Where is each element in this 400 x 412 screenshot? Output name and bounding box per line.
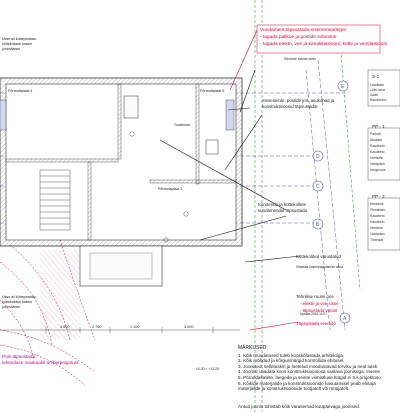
note-2: 2. Kõik mõõdud ja kõrgusmärgid kontrolli… <box>238 358 345 364</box>
axis-label-c: C <box>316 184 320 190</box>
annotation-magenta-2: lahenduse maakaabli ümberpaigutust <box>2 360 79 365</box>
schedule-pp1-row-7: Kergkruus <box>370 168 386 172</box>
dimension-1: 3 600 <box>60 325 70 329</box>
note-5: 5. Põrandakatete, laegede ja seinte viim… <box>238 374 381 380</box>
callout-tiles: Küttekolded varustatud <box>296 254 341 259</box>
annotation-magenta-1: Pole täpsustada <box>2 354 35 359</box>
schedule-s1-row-2: Lõim ama <box>370 88 385 92</box>
note-4: 4. Joonist vaadata koos konstruktsioonio… <box>238 369 380 375</box>
axis-label-b: B <box>316 222 320 228</box>
callout-tech-2: - elektri ja vee sisse <box>300 301 339 306</box>
dimension-4: 3 000 <box>184 325 194 329</box>
leader-lines <box>159 69 301 263</box>
annotation-wall: Sõrmtue seinse mein <box>284 57 316 61</box>
schedule-pp1-row-1: Parkett <box>370 132 381 136</box>
axis-bubble-b <box>312 218 324 230</box>
chimney <box>123 95 139 119</box>
schedule-pp2-row-3: Raudbeto <box>370 214 385 218</box>
schedule-pp1-row-5: Veeisola <box>370 156 383 160</box>
axis-label-a: A <box>343 316 347 322</box>
annotation-heating-1c: juhimäärad <box>1 47 20 51</box>
window-2 <box>0 99 7 131</box>
schedule-pp1 <box>367 127 400 181</box>
annotation-heating-2a: Ukse all küttepeatasu <box>2 295 36 299</box>
callout-tech-1: Tehnilise ruumi orie <box>296 294 334 299</box>
axis-bubble-e <box>337 80 349 92</box>
callout-foundation-1: Korstende ja küttekollete <box>258 202 307 207</box>
room-label-4: Põrandaplaat 4 <box>8 89 32 93</box>
schedule-s1 <box>367 69 400 107</box>
callout-red-line-2: - tagada pallkoe ja postide sobimine <box>260 34 337 40</box>
schedule-pp2-row-4: Kaudbeto <box>370 220 385 224</box>
schedule-pp2-row-1: Keraamil <box>370 202 384 206</box>
room-label-tuulekoda: Tuulekoda <box>174 123 190 127</box>
column-marker-2 <box>183 211 189 217</box>
dimension-3: 1 100 <box>130 325 140 329</box>
annotation-heating-1a: Ukse all küttepeatasu <box>2 37 36 41</box>
callout-tech-3: - täpsustada varust <box>300 308 338 313</box>
schedule-pp1-row-3: Raudbeto <box>370 144 385 148</box>
room-label-5: Põrandaplaat 5 <box>200 89 224 93</box>
magenta-arcs <box>0 329 96 386</box>
schedule-pp1-row-6: Vahtpolus <box>370 162 385 166</box>
schedule-s1-row-3: Saab <box>370 93 378 97</box>
stair-lines <box>39 169 71 231</box>
annotation-detail: Update 2015.11.07 <box>300 312 327 316</box>
callout-sewer-1: Sisseseinte, postide jmt. asukohad ja <box>262 98 335 103</box>
schedule-pp2-row-6: Vahtpolus <box>370 232 385 236</box>
schedule-pp1-row-2: Akukate <box>370 138 382 142</box>
toilet-fixture <box>205 139 219 155</box>
schedule-s1-row-1: Laudkate <box>370 83 384 87</box>
note-6: 6. Kõikide materjalide ja konstruktsioon… <box>238 380 376 386</box>
dimension-line-bottom <box>0 327 240 333</box>
foundation-slab <box>89 252 153 280</box>
footnote: Antud joonis tühistab kõik varasemad kuu… <box>238 404 361 409</box>
schedule-pp2-title: PP - 2 <box>372 194 385 199</box>
axis-bubble-a <box>339 312 351 324</box>
callout-box-red <box>256 24 381 54</box>
note-7: materjalide ja konstruktsioonide tootjat… <box>238 386 350 392</box>
schedule-pp1-title: PP - 1 <box>372 124 385 129</box>
annotation-elevation: ±0.00 = +13.20 <box>196 367 219 371</box>
notes-block: MÄRKUSED: 1. Kõik muudatused tuleb koosk… <box>238 345 400 392</box>
callout-sewer-2: konstruktsioonid täpsustada! <box>262 104 318 109</box>
annotation-heating-2b: küttekollase kraam <box>2 300 32 304</box>
note-3: 3. Joonised, selletuskiri ja loetelud mo… <box>238 363 378 369</box>
axis-bubble-c <box>312 180 324 192</box>
terrain-hatch <box>40 250 80 340</box>
annotation-window: Vimasas ümberpaigutamise akna <box>296 265 343 269</box>
schedule-pp2-row-7: Tihendat <box>370 238 383 242</box>
callout-red-line-1: Vundament täpsustada insenerosadega! <box>260 27 346 33</box>
schedule-s1-title: S-1 <box>372 74 380 79</box>
annotation-heating-1b: küttekollase kraam <box>2 42 32 46</box>
room-label-3: Põrandaplaat 3 <box>158 187 182 191</box>
schedule-pp2 <box>367 197 400 251</box>
callout-specify: Täpsustada veemõõ <box>296 321 336 326</box>
callout-foundation-2: vundamendid täpsustada <box>258 208 308 213</box>
dimension-2: 2 750 <box>92 325 102 329</box>
red-leader-lines <box>229 27 299 331</box>
axis-bubbles <box>312 80 351 324</box>
column-marker-1 <box>129 131 135 137</box>
schedule-pp2-row-2: Pleatimas <box>370 208 385 212</box>
notes-title: MÄRKUSED: <box>238 345 268 351</box>
note-1: 1. Kõik muudatused tuleb kooskõlastada a… <box>238 352 345 358</box>
axis-label-d: D <box>316 154 320 160</box>
schedule-pp1-row-4: Kaudbeto <box>370 150 385 154</box>
axis-label-e: E <box>341 84 345 90</box>
schedule-pp2-row-5: Veeisola <box>370 226 383 230</box>
window-1 <box>225 99 235 131</box>
building-walls <box>0 77 243 247</box>
annotation-heating-2c: juhimäärad <box>1 305 20 309</box>
column-marker-3 <box>163 237 169 243</box>
axis-bubble-d <box>312 150 324 162</box>
schedule-s1-row-4: Raudbetoo <box>370 98 387 102</box>
callout-red-line-3: - tagada elektri, vee ja kanalisatsiooni… <box>260 41 387 47</box>
